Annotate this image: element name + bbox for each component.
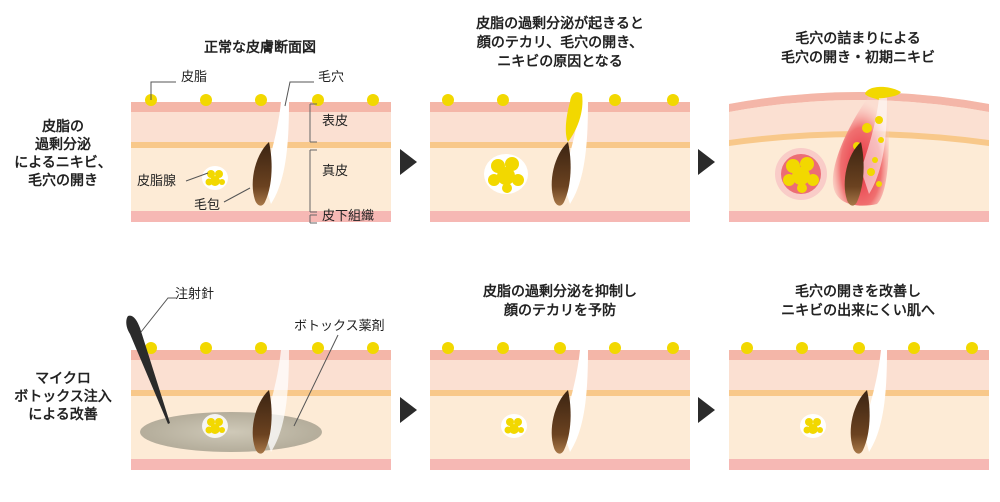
label-subcutaneous: 皮下組織 [322, 209, 375, 224]
leader-injection-needle [140, 297, 176, 333]
sebum-dot [667, 94, 679, 106]
leader-hair-follicle [223, 187, 251, 203]
sebum-dot [367, 94, 379, 106]
hair-follicle [850, 390, 870, 454]
hair-follicle [551, 142, 571, 206]
row1-label-line: 皮脂の [42, 119, 84, 135]
title-line: 毛穴の詰まりによる [795, 31, 921, 47]
row1-label-line: 毛穴の開き [28, 173, 98, 189]
annotation-sebum: 皮脂 [181, 70, 208, 85]
title-line: 正常な皮膚断面図 [204, 40, 316, 56]
title-line: 皮脂の過剰分泌が起きると [476, 16, 644, 32]
sebum-dot [312, 94, 324, 106]
sebum-dot [200, 94, 212, 106]
annotation-pore: 毛穴 [318, 70, 345, 85]
layer-brackets [309, 103, 317, 224]
sebum-dot [609, 342, 621, 354]
skin-cross-section-suppressed [430, 342, 690, 470]
panel-title-improved-pore: 毛穴の開きを改善し ニキビの出来にくい肌へ [728, 283, 988, 321]
label-epidermis: 表皮 [322, 114, 349, 129]
leader-botox-drug [293, 334, 339, 427]
arrow-right-icon [698, 149, 715, 175]
row2-label-line: マイクロ [35, 371, 91, 387]
title-line: 毛穴の開きを改善し [795, 284, 921, 300]
panel-title-suppress-sebum: 皮脂の過剰分泌を抑制し 顔のテカリを予防 [430, 283, 690, 321]
annotation-injection-needle: 注射針 [175, 287, 215, 302]
annotation-botox-drug: ボトックス薬剤 [294, 319, 385, 334]
sebum-dot [442, 94, 454, 106]
label-dermis: 真皮 [322, 164, 349, 179]
skin-cross-section-improved [729, 342, 989, 470]
sebum-dot [255, 94, 267, 106]
sebum-dot [255, 342, 267, 354]
title-line: 毛穴の開き・初期ニキビ [781, 50, 935, 66]
title-line: ニキビの原因となる [497, 54, 623, 70]
row1-label: 皮脂の 過剰分泌 によるニキビ、 毛穴の開き [0, 118, 126, 190]
sebum-dot [442, 342, 454, 354]
arrow-right-icon [400, 397, 417, 423]
row1-label-line: によるニキビ、 [14, 155, 112, 171]
sebum-dot [741, 342, 753, 354]
panel-title-clogged-pore: 毛穴の詰まりによる 毛穴の開き・初期ニキビ [728, 30, 988, 68]
leader-sebum [150, 81, 176, 100]
sebum-dot [367, 342, 379, 354]
title-line: ニキビの出来にくい肌へ [781, 303, 935, 319]
annotation-sebaceous-gland: 皮脂腺 [137, 174, 177, 189]
sebum-dot [497, 342, 509, 354]
title-line: 顔のテカリ、毛穴の開き、 [476, 35, 644, 51]
sebum-dot [145, 342, 157, 354]
skin-cross-section-clogged-pore [729, 86, 989, 222]
sebum-dot [908, 342, 920, 354]
row2-label: マイクロ ボトックス注入 による改善 [0, 370, 126, 424]
title-line: 顔のテカリを予防 [504, 303, 616, 319]
injection-needle-icon [126, 315, 170, 424]
sebum-dot [796, 342, 808, 354]
annotation-hair-follicle: 毛包 [194, 198, 221, 213]
sebum-dot [554, 342, 566, 354]
sebum-dot [200, 342, 212, 354]
row1-label-line: 過剰分泌 [35, 137, 91, 153]
row2-label-line: ボトックス注入 [14, 389, 112, 405]
hair-follicle [252, 390, 272, 454]
hair-follicle [252, 142, 272, 206]
leader-sebaceous-gland [185, 172, 209, 182]
hair-follicle [551, 390, 571, 454]
skin-cross-section-normal [131, 94, 391, 222]
sebum-overflow [565, 92, 583, 142]
title-line: 皮脂の過剰分泌を抑制し [483, 284, 637, 300]
sebum-dot [609, 94, 621, 106]
sebum-dot [312, 342, 324, 354]
hair-follicle [844, 142, 864, 206]
skin-cross-section-excess-sebum [430, 92, 690, 222]
sebum-dot [853, 342, 865, 354]
panel-title-excess-sebum: 皮脂の過剰分泌が起きると 顔のテカリ、毛穴の開き、 ニキビの原因となる [430, 15, 690, 72]
sebum-dot [966, 342, 978, 354]
sebum-dot [497, 94, 509, 106]
panel-title-normal-skin: 正常な皮膚断面図 [130, 39, 390, 58]
leader-pore [284, 81, 314, 107]
arrow-right-icon [698, 397, 715, 423]
sebum-dot [667, 342, 679, 354]
row2-label-line: による改善 [28, 407, 98, 423]
sebum-plug [865, 86, 901, 100]
skin-cross-section-injection [131, 342, 391, 470]
arrow-right-icon [400, 149, 417, 175]
